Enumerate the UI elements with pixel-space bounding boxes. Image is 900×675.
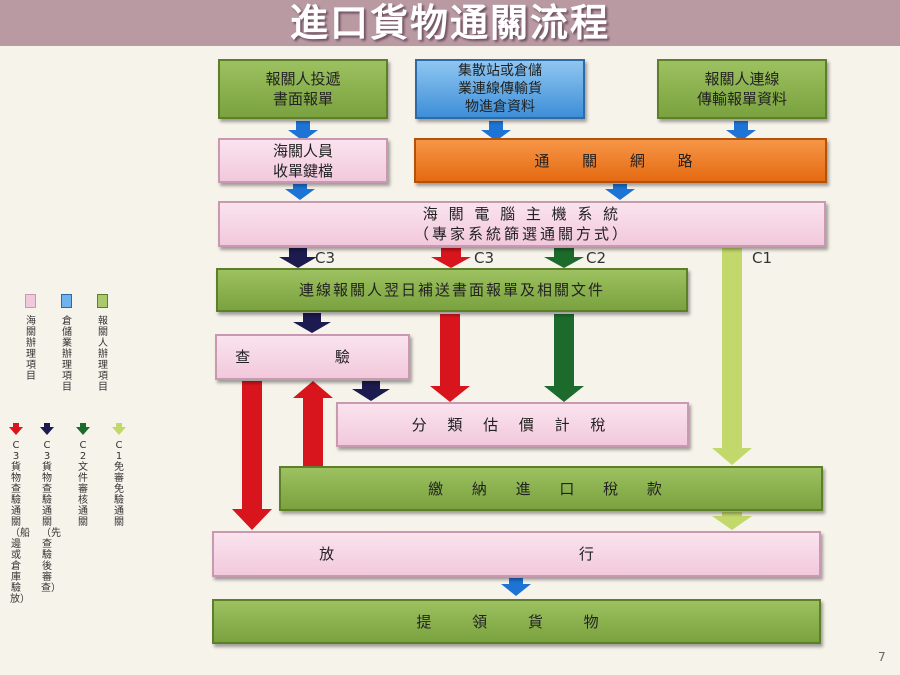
pay-tax-box: 繳 納 進 口 稅 款 (279, 466, 823, 511)
legend-swatch-broker (97, 294, 108, 308)
network-box: 通 關 網 路 (414, 138, 827, 183)
page-title: 進口貨物通關流程 (289, 1, 610, 45)
legend-text-broker: 報關人辦理項目 (98, 316, 108, 393)
channel-label-c1: C1 (752, 249, 773, 267)
c3-direct-arrow (431, 248, 471, 268)
legend-swatch-warehouse (61, 294, 72, 308)
supplement-docs-box: 連線報關人翌日補送書面報單及相關文件 (216, 268, 688, 312)
legend-text-warehouse: 倉儲業辦理項目 (62, 316, 72, 393)
blue-arrow (605, 184, 635, 200)
network-label: 通 關 網 路 (534, 151, 707, 170)
legend-text-customs: 海關辦理項目 (26, 316, 36, 382)
legend-text-c3-red: C3貨物查驗通關（船邊或倉庫驗放） (10, 440, 30, 605)
blue-arrow (288, 121, 318, 141)
legend-arrow-c3-red (9, 423, 23, 435)
c1-arrow (712, 248, 752, 465)
c3-direct-arrow (293, 381, 333, 466)
legend-arrow-c2 (76, 423, 90, 435)
inspection-box: 查 驗 (215, 334, 410, 380)
blue-arrow (285, 184, 315, 200)
broker-paper-box: 報關人投遞 書面報單 (218, 59, 388, 119)
pay-tax-label: 繳 納 進 口 稅 款 (428, 479, 674, 498)
c3-inspect-arrow (293, 313, 331, 333)
release-label: 放 行 (319, 545, 714, 563)
legend-arrow-c3-navy (40, 423, 54, 435)
c2-arrow (544, 248, 584, 268)
channel-label-c3: C3 (474, 249, 495, 267)
customs-filing-box: 海關人員 收單鍵檔 (218, 138, 388, 183)
classify-label: 分 類 估 價 計 稅 (411, 415, 614, 434)
legend-text-c2: C2文件審核通關 (78, 440, 88, 528)
c1-arrow (712, 512, 752, 530)
c3-direct-arrow (430, 314, 470, 402)
host-system-label: 海 關 電 腦 主 機 系 統 （專家系統篩選通關方式） (413, 205, 630, 243)
page-number: 7 (878, 650, 886, 664)
blue-arrow (481, 121, 511, 141)
classify-box: 分 類 估 價 計 稅 (336, 402, 689, 447)
customs-filing-label: 海關人員 收單鍵檔 (272, 141, 333, 180)
blue-arrow (726, 121, 756, 141)
pickup-label: 提 領 貨 物 (416, 612, 617, 631)
legend-text-c3-navy: C3貨物查驗通關（先查驗後審查） (41, 440, 61, 594)
c3-inspect-arrow (279, 248, 317, 268)
legend-swatch-customs (25, 294, 36, 308)
host-system-box: 海 關 電 腦 主 機 系 統 （專家系統篩選通關方式） (218, 201, 826, 247)
broker-online-label: 報關人連線 傳輸報單資料 (696, 70, 787, 108)
legend-arrow-c1 (112, 423, 126, 435)
c2-arrow (544, 314, 584, 402)
c3-direct-arrow (232, 381, 272, 530)
broker-paper-label: 報關人投遞 書面報單 (265, 70, 341, 108)
legend-text-c1: C1免審免驗通關 (114, 440, 124, 528)
channel-label-c3: C3 (315, 249, 336, 267)
c3-inspect-arrow (352, 381, 390, 401)
blue-arrow (501, 578, 531, 596)
broker-online-box: 報關人連線 傳輸報單資料 (657, 59, 827, 119)
warehouse-data-label: 集散站或倉儲 業連線傳輸貨 物進倉資料 (458, 63, 542, 115)
channel-label-c2: C2 (586, 249, 607, 267)
title-bar (0, 0, 900, 46)
supplement-docs-label: 連線報關人翌日補送書面報單及相關文件 (298, 281, 605, 299)
pickup-box: 提 領 貨 物 (212, 599, 821, 644)
warehouse-data-box: 集散站或倉儲 業連線傳輸貨 物進倉資料 (415, 59, 585, 119)
inspection-label: 查 驗 (235, 348, 390, 366)
release-box: 放 行 (212, 531, 821, 577)
